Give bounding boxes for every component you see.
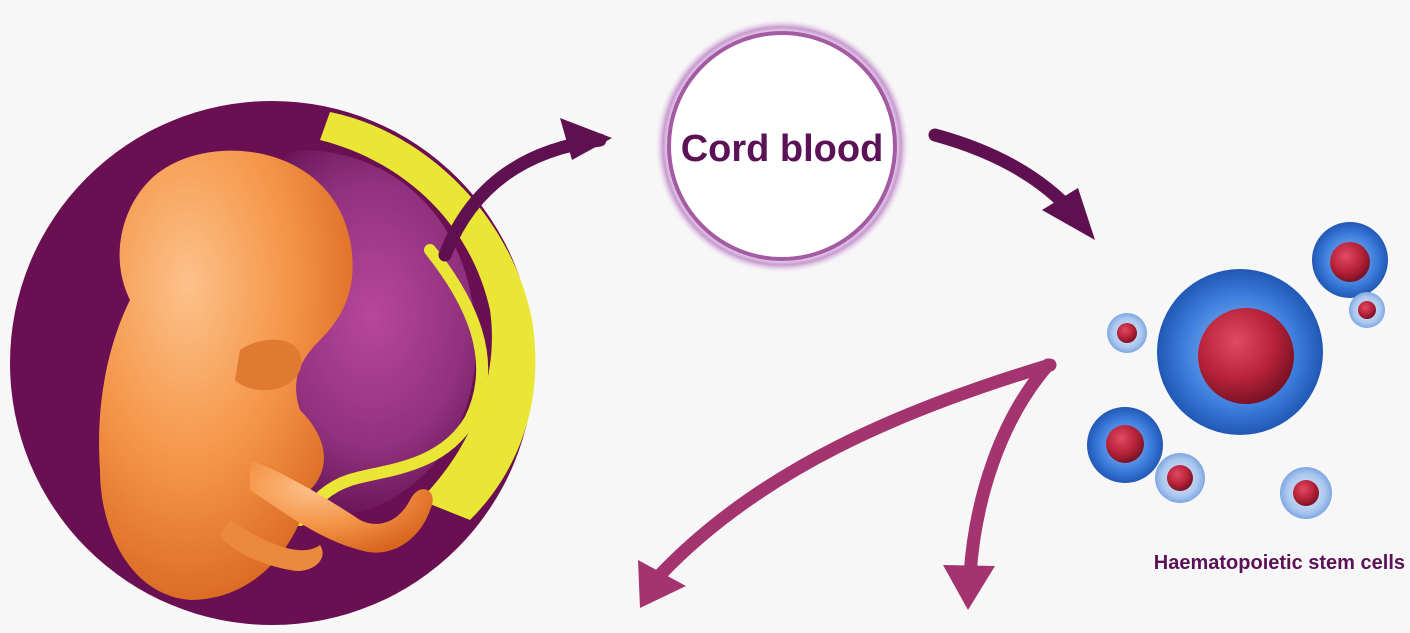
fetus-in-womb-icon xyxy=(10,101,535,625)
cord-blood-label: Cord blood xyxy=(681,128,884,170)
cell-large-nucleus xyxy=(1198,308,1294,404)
stem-cells-label: Haematopoietic stem cells xyxy=(1154,552,1405,574)
cell-bottom-left-nucleus xyxy=(1106,425,1144,463)
arrow-cord-blood-to-stem-cells xyxy=(935,135,1095,240)
cell-left-small-nucleus xyxy=(1117,323,1137,343)
cell-top-right-nucleus xyxy=(1330,242,1370,282)
cell-bottom-mid-nucleus xyxy=(1167,465,1193,491)
cell-right-small-nucleus xyxy=(1358,301,1376,319)
cord-blood-node: Cord blood xyxy=(654,18,910,274)
cell-bottom-right-nucleus xyxy=(1293,480,1319,506)
stem-cells-icon xyxy=(1087,222,1388,519)
